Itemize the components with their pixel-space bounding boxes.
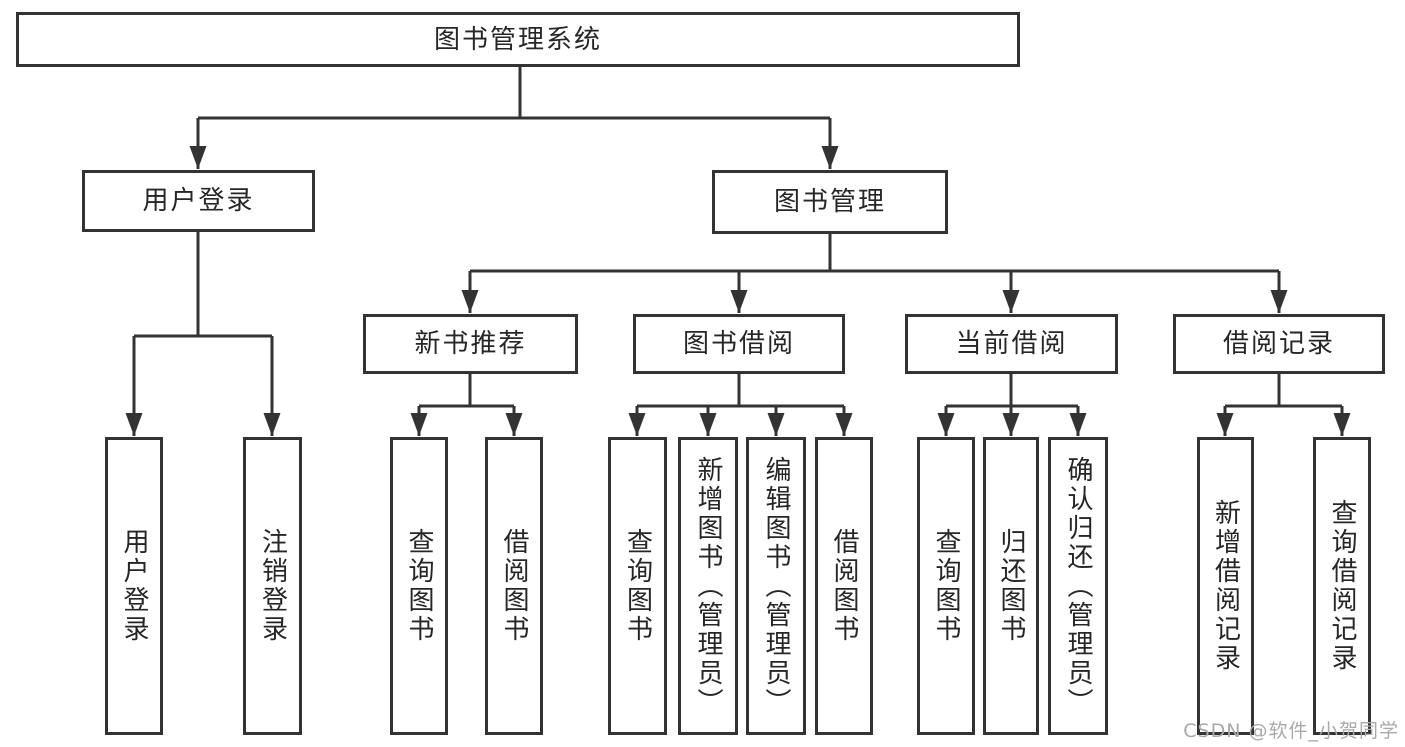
leaf-borrow-borrow-book-label: 借阅图书 [829,528,859,644]
leaf-records-query-record: 查询借阅记录 [1313,437,1371,735]
leaf-current-query-book: 查询图书 [917,437,975,735]
leaf-borrow-edit-book: 编辑图书（管理员） [746,437,806,735]
leaf-borrow-query-book: 查询图书 [608,437,667,735]
leaf-logout-label: 注销登录 [257,528,288,644]
node-root-system: 图书管理系统 [16,12,1020,67]
leaf-recommend-borrow-book-label: 借阅图书 [499,528,529,644]
leaf-borrow-add-book: 新增图书（管理员） [678,437,738,735]
node-borrow-records: 借阅记录 [1173,314,1385,374]
leaf-user-login: 用户登录 [105,437,163,735]
leaf-current-confirm-return: 确认归还（管理员） [1048,437,1108,735]
node-user-login-label: 用户登录 [142,186,255,216]
node-book-management-label: 图书管理 [773,187,886,217]
node-book-management: 图书管理 [712,170,948,234]
csdn-watermark: CSDN @软件_小贺同学 [1183,720,1399,742]
node-book-borrow-label: 图书借阅 [682,329,795,359]
leaf-records-query-record-label: 查询借阅记录 [1327,499,1357,673]
leaf-recommend-query-book-label: 查询图书 [404,528,434,644]
node-borrow-records-label: 借阅记录 [1222,329,1335,359]
node-current-borrow: 当前借阅 [905,314,1118,374]
leaf-borrow-add-book-label: 新增图书（管理员） [693,455,723,717]
node-new-book-recommend-label: 新书推荐 [414,329,527,359]
node-current-borrow-label: 当前借阅 [955,329,1068,359]
node-user-login: 用户登录 [82,170,315,232]
leaf-user-login-label: 用户登录 [119,528,149,644]
leaf-records-add-record-label: 新增借阅记录 [1210,499,1241,673]
node-new-book-recommend: 新书推荐 [363,314,578,374]
leaf-borrow-query-book-label: 查询图书 [622,528,653,644]
leaf-records-add-record: 新增借阅记录 [1197,437,1254,735]
leaf-current-return-book: 归还图书 [983,437,1039,735]
node-root-system-label: 图书管理系统 [433,24,602,55]
leaf-borrow-edit-book-label: 编辑图书（管理员） [761,455,791,717]
leaf-borrow-borrow-book: 借阅图书 [815,437,873,735]
leaf-current-confirm-return-label: 确认归还（管理员） [1063,455,1093,717]
leaf-current-return-book-label: 归还图书 [996,528,1026,644]
leaf-current-query-book-label: 查询图书 [931,528,961,644]
tree-trunk-lines [134,67,1342,408]
leaf-recommend-query-book: 查询图书 [390,437,448,735]
leaf-recommend-borrow-book: 借阅图书 [485,437,543,735]
node-book-borrow: 图书借阅 [633,314,845,374]
leaf-logout: 注销登录 [243,437,302,735]
